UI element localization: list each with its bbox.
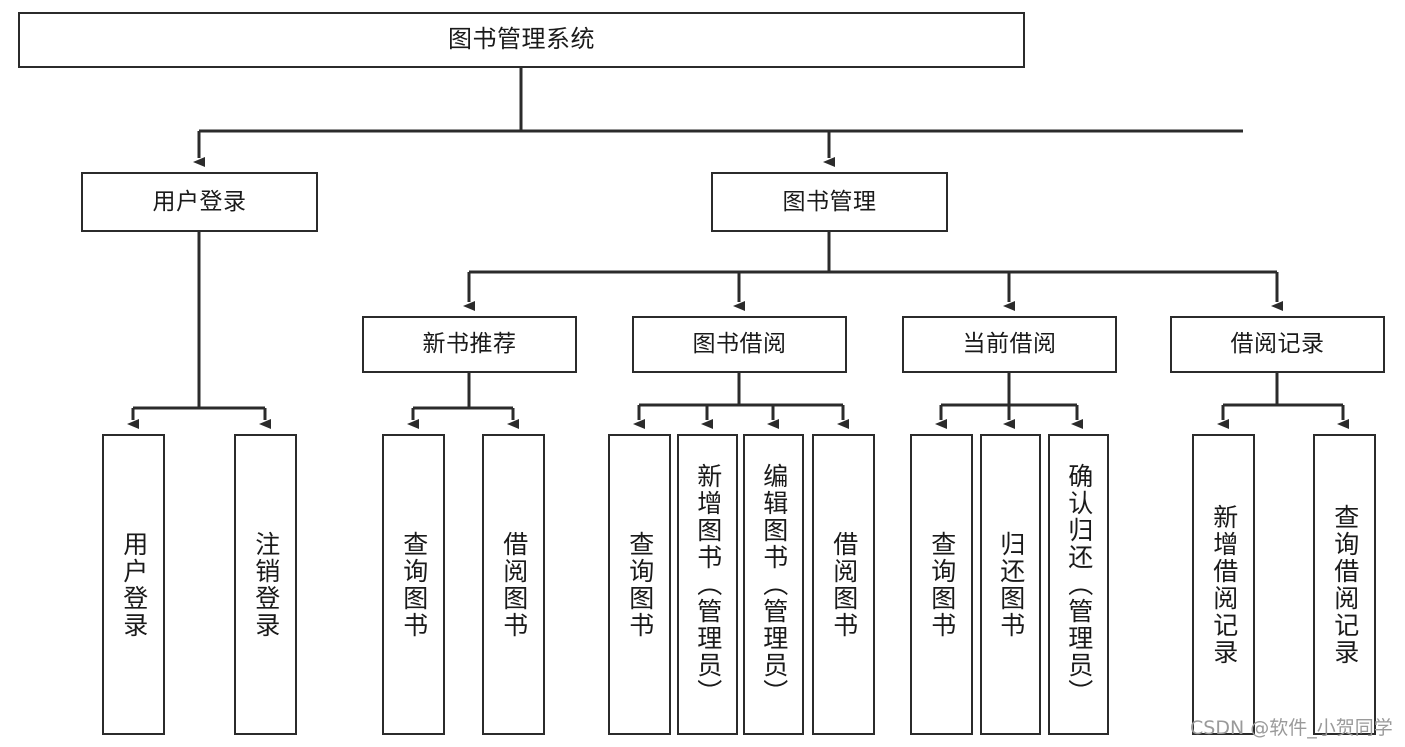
node-label: 新增借阅记录 — [1209, 503, 1239, 666]
node-label: 查询图书 — [399, 530, 429, 639]
node-current-borrow[interactable]: 当前借阅 — [902, 316, 1117, 373]
node-book-management[interactable]: 图书管理 — [711, 172, 948, 232]
node-label: 新书推荐 — [422, 331, 517, 358]
csdn-watermark: CSDN @软件_小贺同学 — [1190, 717, 1393, 739]
node-label: 图书管理系统 — [448, 25, 595, 54]
leaf-borrow-book-recommend[interactable]: 借阅图书 — [482, 434, 545, 735]
leaf-return-book[interactable]: 归还图书 — [980, 434, 1041, 735]
leaf-edit-book-admin[interactable]: 编辑图书（管理员） — [743, 434, 804, 735]
leaf-user-login[interactable]: 用户登录 — [102, 434, 165, 735]
node-label: 借阅图书 — [829, 530, 859, 639]
node-label: 新增图书（管理员） — [693, 463, 723, 706]
node-label: 查询借阅记录 — [1330, 503, 1360, 666]
leaf-add-book-admin[interactable]: 新增图书（管理员） — [677, 434, 738, 735]
node-label: 图书借阅 — [692, 331, 787, 358]
node-label: 查询图书 — [625, 530, 655, 639]
leaf-confirm-return-admin[interactable]: 确认归还（管理员） — [1048, 434, 1109, 735]
node-label: 借阅记录 — [1230, 331, 1325, 358]
node-user-login[interactable]: 用户登录 — [81, 172, 318, 232]
node-label: 编辑图书（管理员） — [759, 463, 789, 706]
node-book-borrow[interactable]: 图书借阅 — [632, 316, 847, 373]
leaf-query-book-recommend[interactable]: 查询图书 — [382, 434, 445, 735]
node-label: 归还图书 — [996, 530, 1026, 639]
node-label: 当前借阅 — [962, 331, 1057, 358]
leaf-borrow-book[interactable]: 借阅图书 — [812, 434, 875, 735]
node-root-book-management-system[interactable]: 图书管理系统 — [18, 12, 1025, 68]
leaf-logout[interactable]: 注销登录 — [234, 434, 297, 735]
node-label: 用户登录 — [119, 530, 149, 639]
node-label: 确认归还（管理员） — [1064, 463, 1094, 706]
node-label: 借阅图书 — [499, 530, 529, 639]
node-label: 用户登录 — [152, 188, 247, 215]
leaf-add-borrow-record[interactable]: 新增借阅记录 — [1192, 434, 1255, 735]
leaf-query-book-current[interactable]: 查询图书 — [910, 434, 973, 735]
node-label: 图书管理 — [782, 188, 877, 215]
leaf-query-borrow-record[interactable]: 查询借阅记录 — [1313, 434, 1376, 735]
node-borrow-record[interactable]: 借阅记录 — [1170, 316, 1385, 373]
node-new-book-recommend[interactable]: 新书推荐 — [362, 316, 577, 373]
leaf-query-book-borrow[interactable]: 查询图书 — [608, 434, 671, 735]
node-label: 注销登录 — [251, 530, 281, 639]
node-label: 查询图书 — [927, 530, 957, 639]
